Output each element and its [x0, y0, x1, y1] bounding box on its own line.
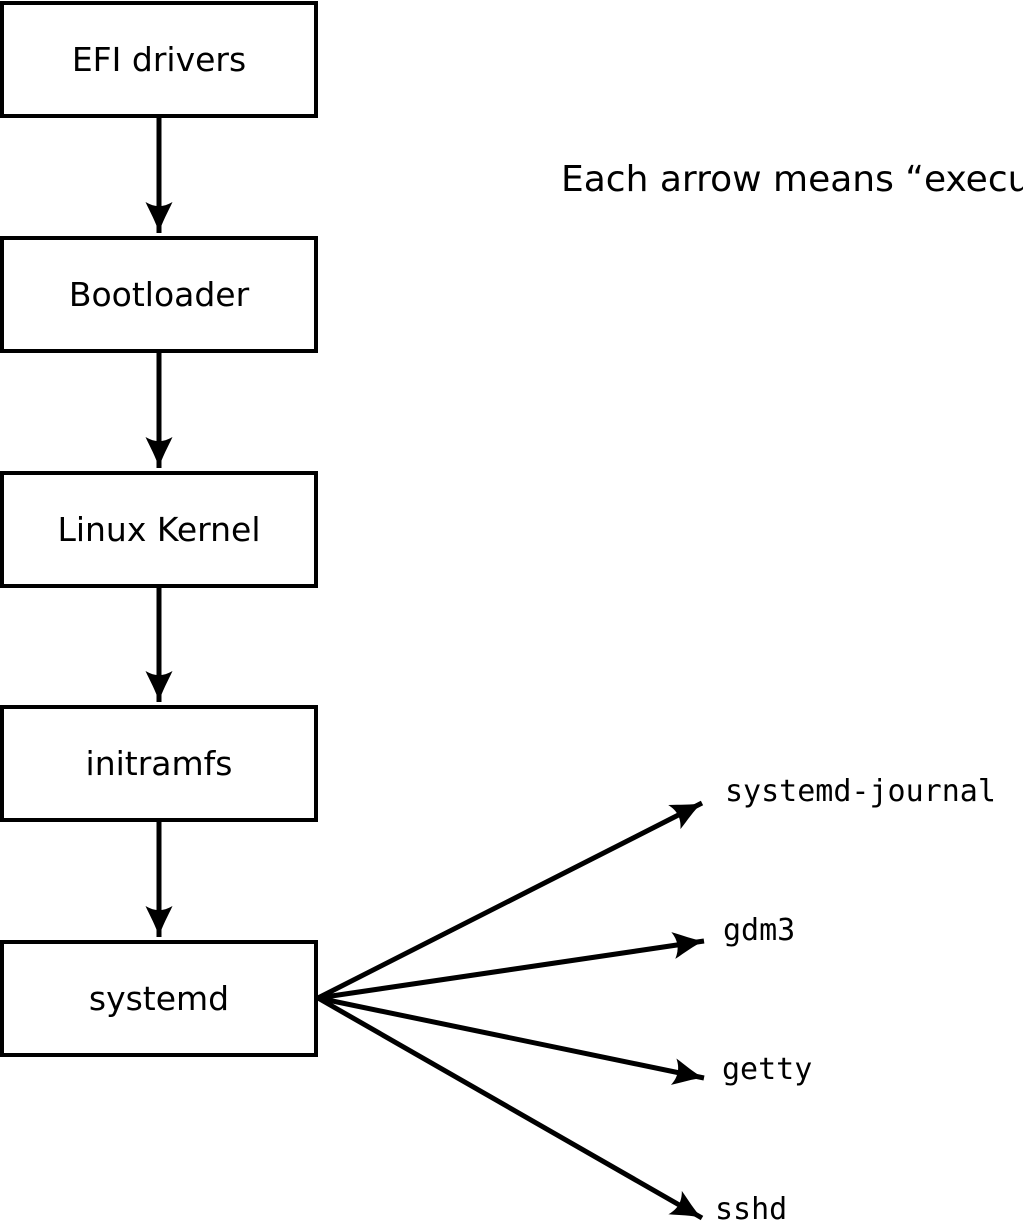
- arrow-systemd-to-sshd: [316, 995, 704, 1221]
- node-bootloader-label: Bootloader: [68, 275, 250, 314]
- node-efi-drivers-label: EFI drivers: [71, 40, 247, 79]
- arrow-systemd-to-gdm3: [317, 932, 705, 1001]
- arrow-meaning-annotation: Each arrow means “executes”.: [561, 159, 1023, 200]
- node-systemd: systemd: [0, 940, 318, 1057]
- node-initramfs: initramfs: [0, 705, 318, 822]
- process-label-gdm3: gdm3: [723, 913, 796, 948]
- node-initramfs-label: initramfs: [85, 744, 233, 783]
- process-label-sshd: sshd: [715, 1192, 788, 1227]
- node-bootloader: Bootloader: [0, 236, 318, 353]
- node-linux-kernel: Linux Kernel: [0, 471, 318, 588]
- node-systemd-label: systemd: [88, 979, 230, 1018]
- node-efi-drivers: EFI drivers: [0, 1, 318, 118]
- arrow-systemd-to-journal: [316, 800, 704, 1001]
- node-linux-kernel-label: Linux Kernel: [57, 510, 261, 549]
- arrow-systemd-to-getty: [317, 995, 705, 1085]
- process-label-getty: getty: [722, 1052, 813, 1087]
- process-label-systemd-journal: systemd-journal: [725, 774, 996, 809]
